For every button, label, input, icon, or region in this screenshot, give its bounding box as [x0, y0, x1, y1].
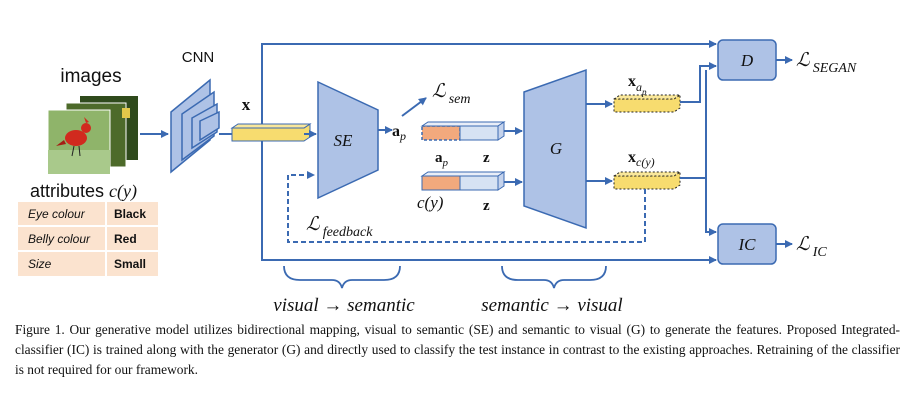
generated-feature-paths [680, 62, 717, 236]
visual-to-semantic-label: visual → semantic [273, 295, 415, 316]
visual-semantic-brace [283, 265, 401, 289]
attr-value: Black [114, 207, 146, 221]
x-ap-label: xap [628, 73, 647, 97]
semantic-visual-brace [501, 265, 607, 289]
x-cy-label: xc(y) [628, 149, 655, 169]
attr-key: Eye colour [28, 207, 86, 221]
g-label: G [550, 139, 562, 158]
x-ap-feature-vector [612, 94, 682, 113]
ic-label: IC [738, 235, 757, 254]
figure-caption: Figure 1. Our generative model utilizes … [15, 322, 900, 377]
attr-value: Small [114, 257, 146, 271]
feedback-path [287, 171, 646, 243]
attr-key: Size [28, 257, 52, 271]
x-cy-feature-vector [612, 171, 682, 190]
attr-value: Red [114, 232, 137, 246]
bird-image-stack [47, 96, 138, 175]
x-feature-vector [230, 123, 312, 142]
attributes-table: Eye colour Black Belly colour Red Size S… [18, 202, 158, 276]
cy-z-vector [420, 171, 506, 191]
cy-label: c(y) [417, 193, 444, 212]
z-label-top: z [483, 150, 490, 166]
z-label-bottom: z [483, 198, 490, 214]
d-label: D [740, 51, 754, 70]
bird-body-icon [65, 130, 87, 146]
images-label: images [60, 66, 121, 87]
ap-z-vector [420, 121, 506, 141]
x-label: x [242, 95, 251, 114]
se-label: SE [334, 131, 354, 150]
se-encoder-block [317, 80, 379, 200]
cnn-label: CNN [182, 49, 215, 66]
cnn-block [170, 78, 220, 174]
ap-under-label: ap [435, 150, 449, 169]
semantic-to-visual-label: semantic → visual [481, 295, 622, 316]
g-generator-block [523, 68, 587, 230]
attr-key: Belly colour [28, 232, 91, 246]
real-feature-paths [261, 40, 717, 264]
ap-label: ap [392, 123, 406, 143]
